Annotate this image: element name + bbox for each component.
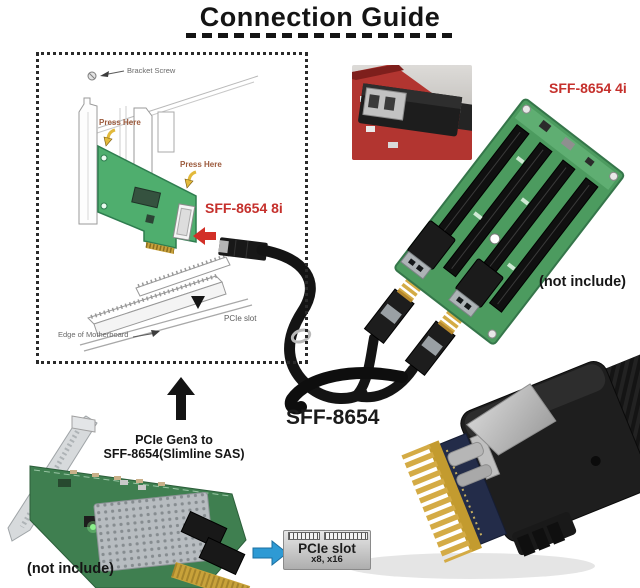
- backplane-not-included-label: (not include): [539, 274, 626, 290]
- heatsink: [93, 492, 215, 572]
- host-card-not-included-label: (not include): [27, 561, 114, 577]
- cable-label: SFF-8654: [286, 406, 380, 429]
- press-arrow-icon: [103, 128, 116, 147]
- cable-plug-at-card: [218, 237, 268, 261]
- sff-8654-4i-label: SFF-8654 4i: [549, 80, 627, 96]
- install-diagram-box: [36, 52, 308, 364]
- right-arrow-icon: [252, 539, 288, 567]
- host-card-caption-line1: PCIe Gen3 to: [135, 433, 213, 447]
- gold-edge-connector: [171, 562, 251, 588]
- card-port: [198, 536, 246, 576]
- plug-closeup-photo: [352, 65, 472, 160]
- card-sff8654-receptacle: [172, 203, 196, 241]
- up-arrow-icon: [167, 377, 195, 420]
- bracket-screw-icon: [87, 70, 125, 81]
- press-here-label-mid: Press Here: [180, 160, 222, 169]
- edge-of-motherboard-label: Edge of Motherboard: [58, 330, 129, 339]
- backplane-photo: [394, 98, 625, 345]
- host-card-caption-line2: SFF-8654(Slimline SAS): [103, 447, 245, 461]
- connector-closeup-photo: [284, 262, 640, 579]
- host-card-photo: [7, 415, 251, 588]
- press-here-label-top: Press Here: [99, 118, 141, 127]
- press-arrow-icon: [184, 170, 197, 189]
- title-underline: [186, 33, 452, 38]
- bracket-screw-label: Bracket Screw: [127, 66, 176, 75]
- pcie-slot-main-segment: [324, 532, 368, 540]
- install-diagram-illustration: [78, 70, 268, 352]
- page-title: Connection Guide: [199, 2, 441, 32]
- red-pointer-arrow-icon: [193, 227, 216, 245]
- backplane-receptacle: [448, 258, 504, 318]
- host-card-caption: PCIe Gen3 to SFF-8654(Slimline SAS): [85, 433, 263, 461]
- metal-latch-icon: [447, 383, 557, 487]
- sff-8654-8i-label: SFF-8654 8i: [205, 200, 283, 216]
- pcie-card-illustration: [97, 144, 197, 254]
- pcie-slot-diagram-label: PCIe slot: [224, 314, 257, 323]
- pcie-slot-callout: PCIe slot x8, x16: [283, 530, 371, 570]
- pcie-slot-callout-label: PCIe slot: [298, 541, 356, 556]
- pcie-slot-key-segment: [288, 532, 320, 540]
- pcie-slot-callout-sizes: x8, x16: [311, 554, 343, 565]
- cable-ring: [290, 328, 312, 344]
- card-port: [180, 510, 228, 550]
- backplane-receptacle: [400, 220, 456, 280]
- down-arrow-icon: [191, 296, 205, 309]
